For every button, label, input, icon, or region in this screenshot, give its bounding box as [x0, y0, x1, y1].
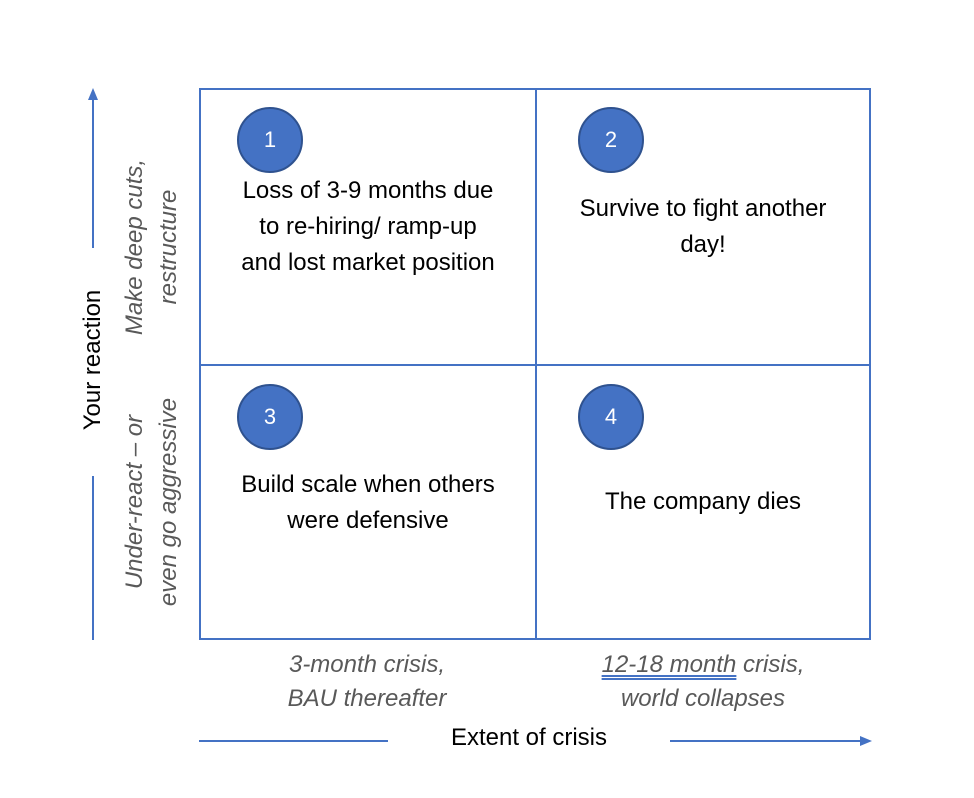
y-axis-arrowhead [88, 88, 98, 100]
y-axis-title: Your reaction [79, 289, 106, 431]
quadrant-1-line-1: Loss of 3-9 months due [242, 177, 494, 204]
y-label-bottom-line-1: Under-react – or [121, 414, 148, 590]
quadrant-4-text: The company dies [537, 484, 869, 520]
x-label-left: 3-month crisis, BAU thereafter [199, 648, 535, 716]
x-label-right-underlined: 12-18 month [601, 651, 737, 678]
quadrant-2-line-1: Survive to fight another [579, 195, 827, 222]
quadrant-1-line-2: to re-hiring/ ramp-up [259, 213, 477, 240]
quadrant-2-line-2: day! [680, 231, 726, 258]
x-axis-title: Extent of crisis [450, 724, 608, 751]
quadrant-3-line-1: Build scale when others [241, 471, 495, 498]
grid-divider-horizontal [199, 364, 871, 366]
x-label-left-line-2: BAU thereafter [287, 685, 447, 712]
y-label-top: Make deep cuts, restructure [118, 127, 188, 367]
quadrant-2-badge: 2 [578, 107, 644, 173]
quadrant-1-line-3: and lost market position [241, 249, 495, 276]
quadrant-1-badge: 1 [237, 107, 303, 173]
quadrant-3-text: Build scale when others were defensive [201, 467, 535, 539]
x-label-left-line-1: 3-month crisis, [288, 651, 446, 678]
quadrant-4-badge: 4 [578, 384, 644, 450]
quadrant-1-text: Loss of 3-9 months due to re-hiring/ ram… [201, 173, 535, 281]
y-label-top-line-2: restructure [155, 189, 182, 305]
quadrant-3-badge: 3 [237, 384, 303, 450]
y-label-bottom-line-2: even go aggressive [155, 397, 182, 607]
x-label-right-line-2: world collapses [620, 685, 786, 712]
y-label-top-line-1: Make deep cuts, [121, 158, 148, 336]
quadrant-4-line-1: The company dies [604, 488, 802, 515]
y-label-bottom: Under-react – or even go aggressive [118, 362, 188, 642]
x-axis-arrowhead [860, 736, 872, 746]
x-label-right-line-1: 12-18 month crisis, [535, 648, 871, 682]
x-label-right: 12-18 month crisis, world collapses [535, 648, 871, 716]
quadrant-2-text: Survive to fight another day! [537, 191, 869, 263]
quadrant-3-line-2: were defensive [287, 507, 449, 534]
x-label-right-rest: crisis, [736, 651, 805, 678]
